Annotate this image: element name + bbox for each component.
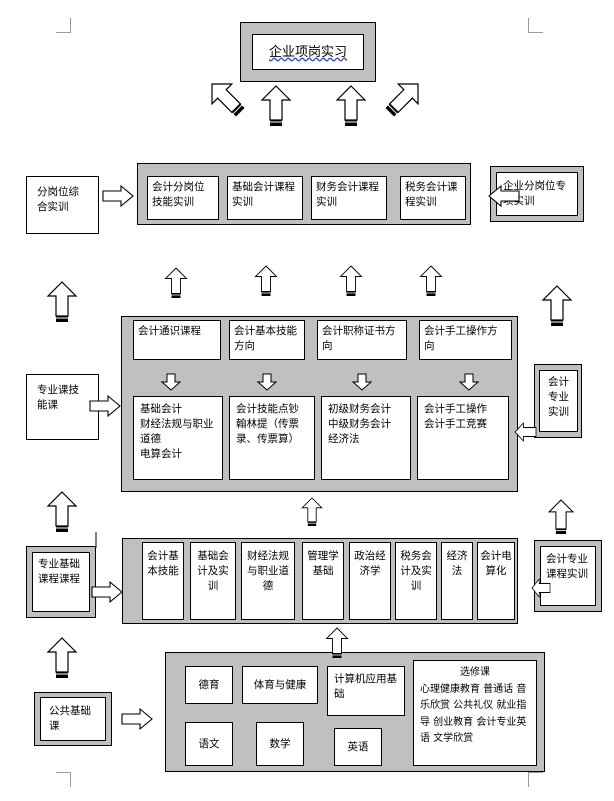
prof-column-4: 会计手工操作 会计手工竞赛: [417, 396, 509, 480]
foundation-left-box: 专业基础课程课程: [32, 552, 90, 612]
arrow-prof-up-1: [165, 267, 187, 299]
crop-mark-top-left: [56, 18, 71, 33]
foundation-item-4: 管理学基础: [302, 542, 344, 620]
internship-item-3: 财务会计课程实训: [311, 176, 387, 220]
public-left-box: 公共基础课: [40, 697, 106, 741]
arrow-top-2: [336, 85, 366, 127]
foundation-item-6: 税务会计及实训: [395, 542, 437, 620]
arrow-prof-up-4: [420, 265, 442, 297]
arrow-prof-up-2: [255, 265, 277, 297]
professional-left-box: 专业课技能课: [26, 374, 99, 440]
public-item-1: 德育: [185, 666, 233, 704]
prof-header-1: 会计通识课程: [133, 320, 221, 360]
arrow-top-1: [261, 85, 291, 127]
arrow-prof-down-4: [459, 373, 479, 391]
arrow-left-side-bottom: [47, 637, 77, 679]
arrow-left-side-lower: [47, 491, 77, 533]
professional-right-box: 会计专业实训: [539, 370, 578, 432]
arrow-prof-up-3: [340, 265, 362, 297]
crop-mark-top-right: [528, 18, 543, 33]
arrow-foundation-left: [91, 581, 123, 603]
public-item-5: 数学: [256, 722, 304, 766]
electives-list: 心理健康教育 普通话 音乐欣赏 公共礼仪 就业指导 创业教育 会计专业英语 文学…: [420, 683, 527, 745]
prof-header-2: 会计基本技能方向: [229, 320, 305, 360]
prof-column-2: 会计技能点钞 翰林提（传票录、传票算）: [229, 396, 315, 480]
arrow-right-side-upper: [542, 285, 572, 327]
arrow-public-up: [326, 627, 348, 659]
arrow-foundation-right: [531, 578, 551, 598]
foundation-right-box: 会计专业课程实训: [540, 546, 596, 606]
internship-item-1: 会计分岗位技能实训: [147, 176, 219, 220]
arrow-prof-left: [89, 395, 121, 417]
public-item-6: 英语: [334, 728, 382, 766]
arrow-prof-down-2: [257, 373, 277, 391]
arrow-foundation-up: [301, 497, 323, 527]
prof-column-1: 基础会计 财经法规与职业道德 电算会计: [133, 396, 223, 480]
foundation-item-2: 基础会计及实训: [190, 542, 236, 620]
arrow-prof-right: [514, 422, 537, 442]
electives-title: 选修课: [460, 667, 490, 678]
foundation-item-5: 政治经济学: [349, 542, 391, 620]
foundation-item-8: 会计电算化: [477, 542, 515, 620]
public-electives-box: 选修课 心理健康教育 普通话 音乐欣赏 公共礼仪 就业指导 创业教育 会计专业英…: [413, 660, 537, 766]
arrow-internship-left: [102, 185, 134, 207]
arrow-left-side-upper: [47, 281, 77, 323]
foundation-item-7: 经济法: [441, 542, 473, 620]
foundation-item-3: 财经法规与职业道德: [241, 542, 295, 620]
top-title: 企业项岗实习: [268, 44, 347, 60]
prof-header-3: 会计职称证书方向: [317, 320, 407, 360]
arrow-diag-right: [379, 73, 429, 123]
crop-mark-bottom-left: [56, 772, 71, 787]
internship-left-box: 分岗位综合实训: [26, 176, 99, 234]
top-title-box: 企业项岗实习: [252, 34, 364, 70]
crop-mark-bottom-right: [528, 772, 543, 787]
arrow-prof-down-1: [161, 373, 181, 391]
prof-column-3: 初级财务会计 中级财务会计 经济法: [321, 396, 411, 480]
arrow-prof-down-3: [352, 373, 372, 391]
foundation-item-1: 会计基本技能: [142, 542, 184, 620]
arrow-diag-left: [201, 73, 251, 123]
prof-header-4: 会计手工操作方向: [419, 320, 512, 360]
arrow-right-side-lower: [548, 499, 574, 535]
arrow-internship-right: [488, 185, 520, 207]
internship-item-4: 税务会计课程实训: [400, 176, 466, 220]
internship-item-2: 基础会计课程实训: [227, 176, 303, 220]
public-item-4: 语文: [185, 722, 233, 766]
public-item-3: 计算机应用基础: [327, 666, 405, 716]
public-item-2: 体育与健康: [242, 666, 318, 704]
arrow-public-right: [121, 708, 153, 730]
